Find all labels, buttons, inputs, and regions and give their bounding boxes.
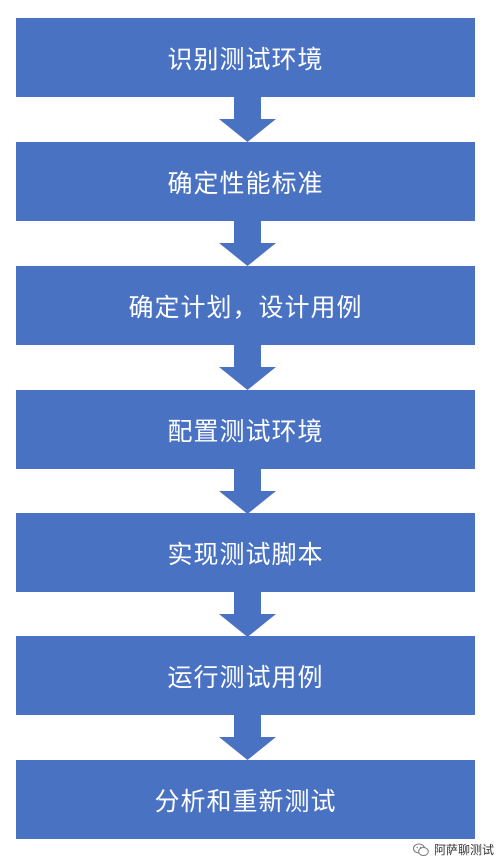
step-box-2: 确定性能标准 — [16, 142, 475, 221]
arrow-down-icon — [219, 715, 276, 760]
step-box-3: 确定计划，设计用例 — [16, 266, 475, 345]
step-box-1: 识别测试环境 — [16, 18, 475, 97]
step-box-6: 运行测试用例 — [16, 636, 475, 715]
arrow-down-icon — [219, 345, 276, 390]
step-box-5: 实现测试脚本 — [16, 513, 475, 592]
watermark-text: 阿萨聊测试 — [433, 843, 494, 857]
step-box-4: 配置测试环境 — [16, 390, 475, 469]
arrow-down-icon — [219, 97, 276, 142]
wechat-icon — [412, 843, 429, 856]
watermark: 阿萨聊测试 — [412, 841, 494, 858]
arrow-down-icon — [219, 469, 276, 514]
step-box-7: 分析和重新测试 — [16, 760, 475, 839]
arrow-down-icon — [219, 221, 276, 266]
arrow-down-icon — [219, 592, 276, 637]
